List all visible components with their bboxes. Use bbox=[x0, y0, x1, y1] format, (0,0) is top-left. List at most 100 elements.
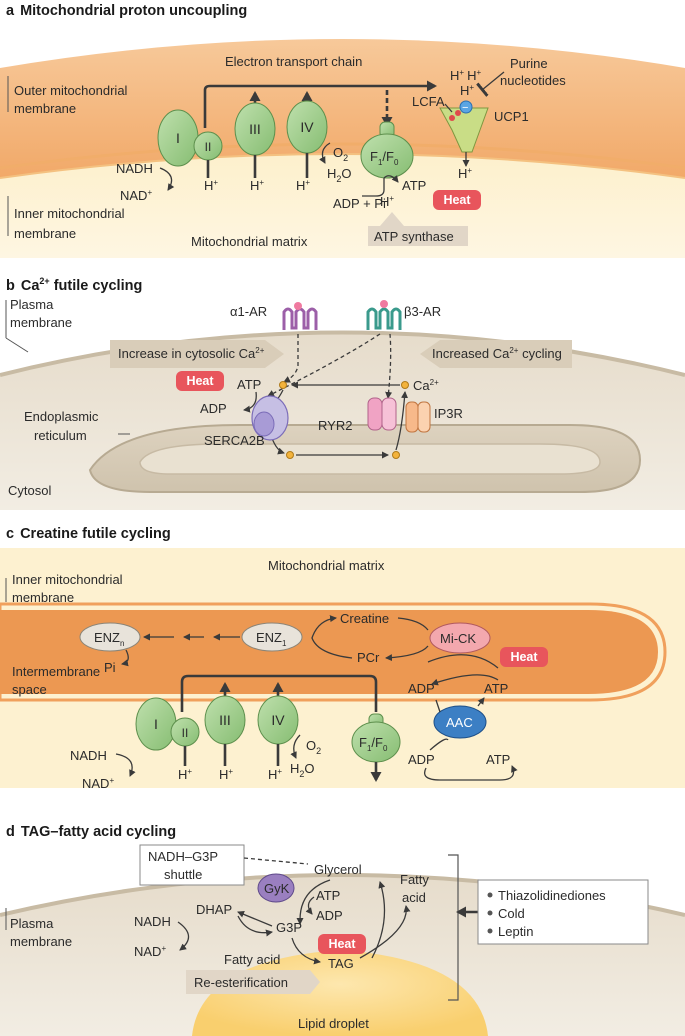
ip3r-label: IP3R bbox=[434, 406, 463, 421]
mito-matrix-label: Mitochondrial matrix bbox=[268, 558, 385, 573]
shuttle-label-2: shuttle bbox=[164, 867, 202, 882]
enzn-label: ENZn bbox=[94, 630, 124, 648]
adp-label-bottom: ADP bbox=[408, 752, 435, 767]
alpha1-ligand bbox=[294, 302, 302, 310]
atp-synthase-label: ATP synthase bbox=[374, 229, 454, 244]
alpha1-ar-receptor bbox=[282, 307, 318, 330]
dhap-label: DHAP bbox=[196, 902, 232, 917]
plasma-membrane-label: Plasma bbox=[10, 297, 54, 312]
h-plus-ucp1: H+ bbox=[458, 166, 472, 181]
beta3-ar-label: β3-AR bbox=[404, 304, 441, 319]
fatty-acid-label: Fatty bbox=[400, 872, 429, 887]
atp-label-bottom: ATP bbox=[486, 752, 510, 767]
c-complex-ii-label: II bbox=[182, 726, 189, 740]
g3p-label: G3P bbox=[276, 920, 302, 935]
ucp1-binding-site bbox=[459, 100, 473, 114]
plasma-membrane-label-d2: membrane bbox=[10, 934, 72, 949]
heat-badge-d-label: Heat bbox=[328, 937, 356, 951]
aac-transporter bbox=[433, 705, 487, 739]
adp-pi-label: ADP + Pi bbox=[333, 196, 386, 211]
svg-text:−: − bbox=[462, 102, 468, 114]
increase-cytosolic-box bbox=[110, 340, 284, 368]
nad-label: NAD+ bbox=[120, 188, 152, 203]
complex-iv-label: IV bbox=[300, 119, 314, 135]
heat-badge-b-label: Heat bbox=[186, 374, 214, 388]
nadh-g3p-shuttle-box bbox=[139, 844, 245, 886]
ip3r-channel bbox=[405, 401, 419, 433]
h2o-label: H2O bbox=[327, 166, 352, 184]
h-plus-ims: H+H+ bbox=[450, 68, 481, 83]
c-o2-label: O2 bbox=[306, 738, 321, 756]
heat-badge-a-label: Heat bbox=[443, 193, 471, 207]
lipid-droplet-label: Lipid droplet bbox=[298, 1016, 369, 1031]
purine-label: Purine bbox=[510, 56, 548, 71]
cytosol-label: Cytosol bbox=[8, 483, 51, 498]
increase-cytosolic-label: Increase in cytosolic Ca2+ bbox=[118, 346, 265, 361]
d-adp-label: ADP bbox=[316, 908, 343, 923]
creatine-label: Creatine bbox=[340, 611, 389, 626]
beta3-ligand bbox=[380, 300, 388, 308]
heat-badge-a bbox=[433, 190, 481, 210]
enz1-label: ENZ1 bbox=[256, 630, 287, 648]
intermembrane-label: Intermembrane bbox=[12, 664, 100, 679]
d-atp-label: ATP bbox=[316, 888, 340, 903]
c-h-3: H+ bbox=[268, 767, 282, 782]
enz1-oval bbox=[241, 622, 303, 652]
h-plus-synthase: H+ bbox=[380, 194, 394, 209]
inner-membrane-label-2: membrane bbox=[14, 226, 76, 241]
ryr2-channel bbox=[367, 397, 383, 431]
c-f1f0-label: F1/F0 bbox=[359, 735, 388, 753]
ucp1-label: UCP1 bbox=[494, 109, 529, 124]
atp-label-top: ATP bbox=[484, 681, 508, 696]
f1f0-label: F1/F0 bbox=[370, 149, 399, 167]
adp-label-top: ADP bbox=[408, 681, 435, 696]
er-label: Endoplasmic bbox=[24, 409, 99, 424]
ca-label: Ca2+ bbox=[413, 378, 439, 393]
h-plus-2: H+ bbox=[250, 178, 264, 193]
inner-membrane-outline bbox=[0, 602, 667, 702]
reesterification-label: Re-esterification bbox=[194, 975, 288, 990]
c-nad-label: NAD+ bbox=[82, 776, 114, 791]
atp-label: ATP bbox=[402, 178, 426, 193]
er-label-2: reticulum bbox=[34, 428, 87, 443]
d-nadh-label: NADH bbox=[134, 914, 171, 929]
stimulus-3: Leptin bbox=[498, 924, 533, 939]
fatty-acid-label-2: acid bbox=[402, 890, 426, 905]
c-h2o-label: H2O bbox=[290, 761, 315, 779]
beta3-ar-receptor bbox=[366, 307, 402, 330]
serca-atp-label: ATP bbox=[237, 377, 261, 392]
inner-membrane-label: Inner mitochondrial bbox=[14, 206, 125, 221]
alpha1-ar-label: α1-AR bbox=[230, 304, 267, 319]
pcr-label: PCr bbox=[357, 650, 380, 665]
inner-membrane-label: Inner mitochondrial bbox=[12, 572, 123, 587]
shuttle-label: NADH–G3P bbox=[148, 849, 218, 864]
matrix-label: Mitochondrial matrix bbox=[191, 234, 308, 249]
stimulus-1: Thiazolidinediones bbox=[498, 888, 606, 903]
enzn-oval bbox=[79, 622, 141, 652]
c-h-2: H+ bbox=[219, 767, 233, 782]
etc-electron-arrow bbox=[203, 80, 437, 128]
gyk-label: GyK bbox=[264, 881, 290, 896]
ryr2-label: RYR2 bbox=[318, 418, 352, 433]
outer-membrane-label: Outer mitochondrial bbox=[14, 83, 128, 98]
c-complex-iv-label: IV bbox=[271, 712, 285, 728]
aac-label: AAC bbox=[446, 715, 473, 730]
serca-adp-label: ADP bbox=[200, 401, 227, 416]
glycerol-label: Glycerol bbox=[314, 862, 362, 877]
nucleotides-label: nucleotides bbox=[500, 73, 566, 88]
intermembrane-label-2: space bbox=[12, 682, 47, 697]
h-plus-3: H+ bbox=[296, 178, 310, 193]
complex-iii-label: III bbox=[249, 121, 261, 137]
heat-badge-b bbox=[176, 371, 224, 391]
tag-label: TAG bbox=[328, 956, 354, 971]
c-complex-i-label: I bbox=[154, 716, 158, 732]
gyk-enzyme bbox=[257, 873, 295, 903]
purine-inhibition bbox=[476, 71, 505, 97]
c-nadh-label: NADH bbox=[70, 748, 107, 763]
reesterification-box bbox=[186, 970, 320, 994]
